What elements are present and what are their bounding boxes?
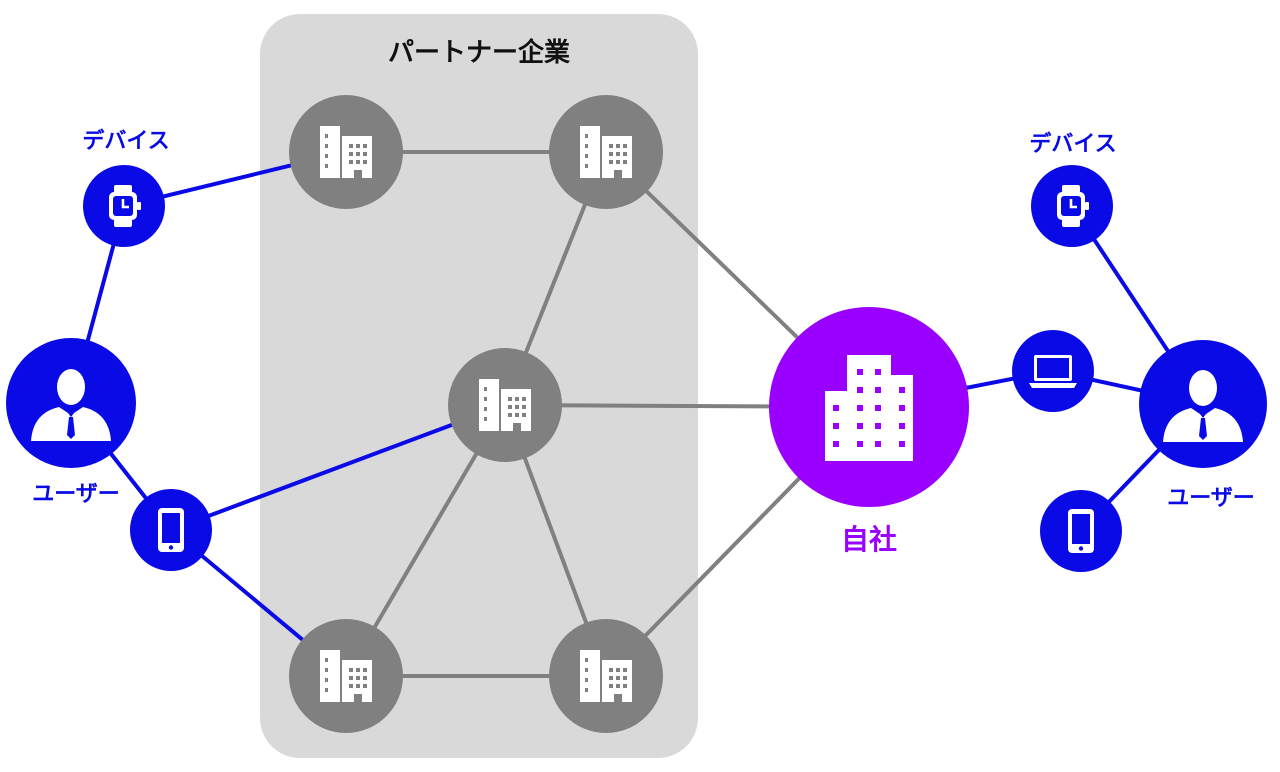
right-phone-node (1040, 490, 1122, 572)
right-user-node (1139, 340, 1267, 468)
line-lphone-pc (170, 403, 506, 532)
partner-company-node (289, 619, 403, 733)
partner-company-node (549, 619, 663, 733)
smartwatch-icon (1057, 185, 1089, 227)
left-user-label: ユーザー (32, 482, 120, 507)
building-icon (580, 126, 632, 178)
left-device-label: デバイス (82, 129, 170, 154)
smartphone-icon (1068, 509, 1094, 553)
right-user-label: ユーザー (1167, 486, 1255, 511)
own-company-label: 自社 (840, 523, 898, 556)
building-icon (479, 379, 531, 431)
partner-companies-title: パートナー企業 (387, 38, 571, 68)
right-device-label: デバイス (1029, 132, 1117, 157)
own-company-node (769, 307, 969, 507)
smartwatch-icon (109, 185, 141, 227)
left-user-node (6, 338, 136, 468)
building-icon (320, 650, 372, 702)
building-icon (580, 650, 632, 702)
right-laptop-node (1012, 330, 1094, 412)
left-phone-node (130, 489, 212, 571)
partner-company-node (448, 348, 562, 462)
right-watch-node (1031, 165, 1113, 247)
building-icon (320, 126, 372, 178)
partner-company-node (549, 95, 663, 209)
partner-company-node (289, 95, 403, 209)
smartphone-icon (158, 508, 184, 552)
businessman-icon (31, 369, 111, 441)
laptop-icon (1029, 355, 1077, 388)
businessman-icon (1163, 370, 1243, 442)
left-watch-node (83, 165, 165, 247)
building-icon (825, 355, 913, 461)
